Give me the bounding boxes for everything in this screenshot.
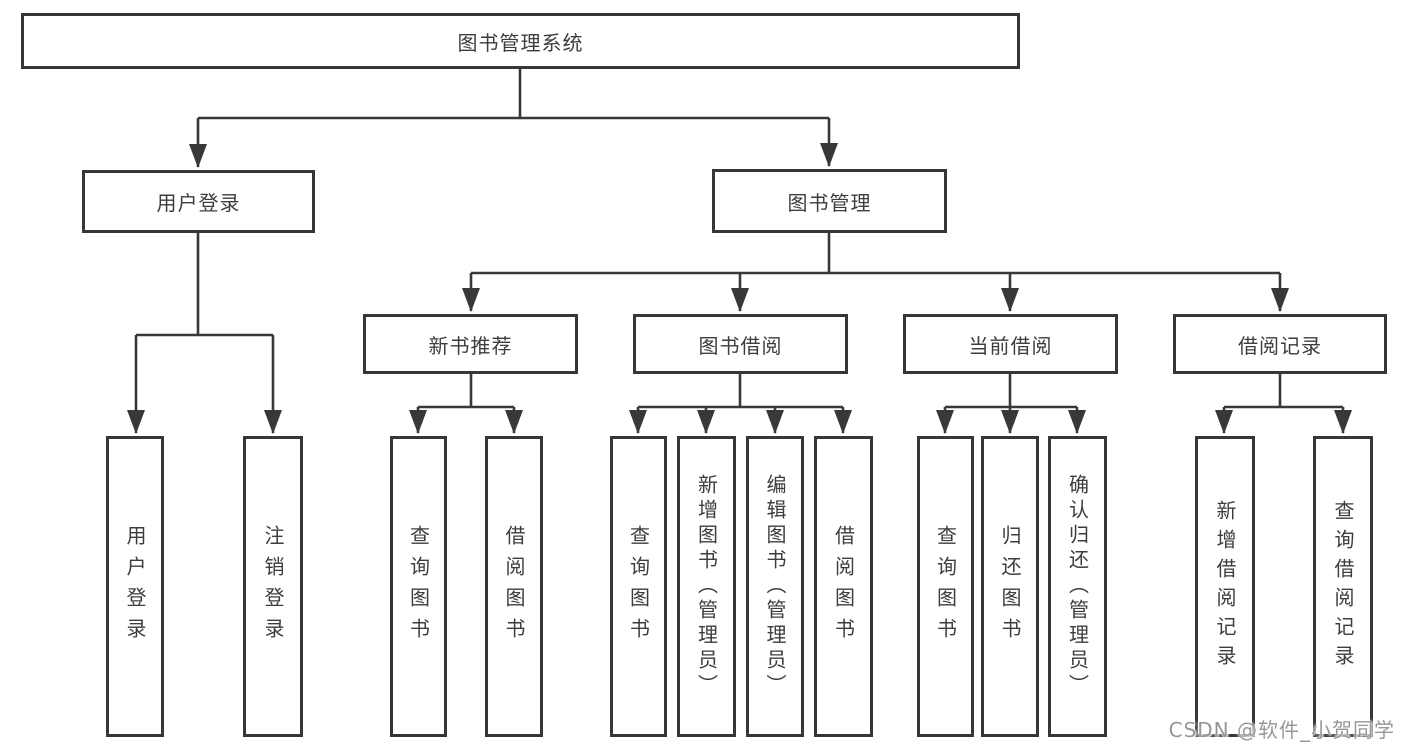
leaf-query-borrow-record: 查询借阅记录 [1313,436,1373,737]
leaf-return-book: 归还图书 [981,436,1039,737]
node-label: 图书管理系统 [457,30,584,55]
leaf-query-books-recommend: 查询图书 [390,436,447,737]
node-book-management: 图书管理 [712,169,947,233]
leaf-query-books-current: 查询图书 [917,436,974,737]
node-book-borrow: 图书借阅 [633,314,848,374]
node-label: 图书管理 [787,190,872,215]
node-label: 新书推荐 [428,333,513,358]
node-label: 借阅记录 [1238,333,1322,358]
leaf-label: 新增借阅记录 [1213,499,1237,674]
leaf-label: 新增图书（管理员） [694,474,719,699]
leaf-user-login: 用户登录 [106,436,164,737]
leaf-label: 确认归还（管理员） [1065,474,1090,699]
leaf-query-books-borrow: 查询图书 [610,436,667,737]
leaf-borrow-book: 借阅图书 [814,436,873,737]
leaf-label: 借阅图书 [831,524,856,649]
leaf-add-book-admin: 新增图书（管理员） [677,436,736,737]
leaf-borrow-books-recommend: 借阅图书 [485,436,543,737]
leaf-label: 查询图书 [626,524,651,649]
leaf-label: 借阅图书 [502,524,526,649]
leaf-confirm-return-admin: 确认归还（管理员） [1048,436,1107,737]
leaf-label: 查询图书 [933,524,958,649]
leaf-add-borrow-record: 新增借阅记录 [1195,436,1255,737]
node-new-book-recommend: 新书推荐 [363,314,578,374]
leaf-label: 查询图书 [406,524,431,649]
node-borrow-records: 借阅记录 [1173,314,1387,374]
leaf-logout: 注销登录 [243,436,303,737]
csdn-watermark: CSDN @软件_小贺同学 [1168,718,1395,742]
leaf-label: 用户登录 [123,524,147,649]
node-system-root: 图书管理系统 [21,13,1020,69]
leaf-label: 查询借阅记录 [1331,499,1355,674]
leaf-label: 归还图书 [998,524,1022,649]
leaf-label: 注销登录 [261,524,285,649]
leaf-label: 编辑图书（管理员） [763,474,787,699]
node-label: 图书借阅 [698,333,783,358]
node-user-login: 用户登录 [82,170,315,233]
leaf-edit-book-admin: 编辑图书（管理员） [746,436,804,737]
node-label: 当前借阅 [968,333,1053,358]
node-current-borrow: 当前借阅 [903,314,1118,374]
node-label: 用户登录 [156,191,241,215]
